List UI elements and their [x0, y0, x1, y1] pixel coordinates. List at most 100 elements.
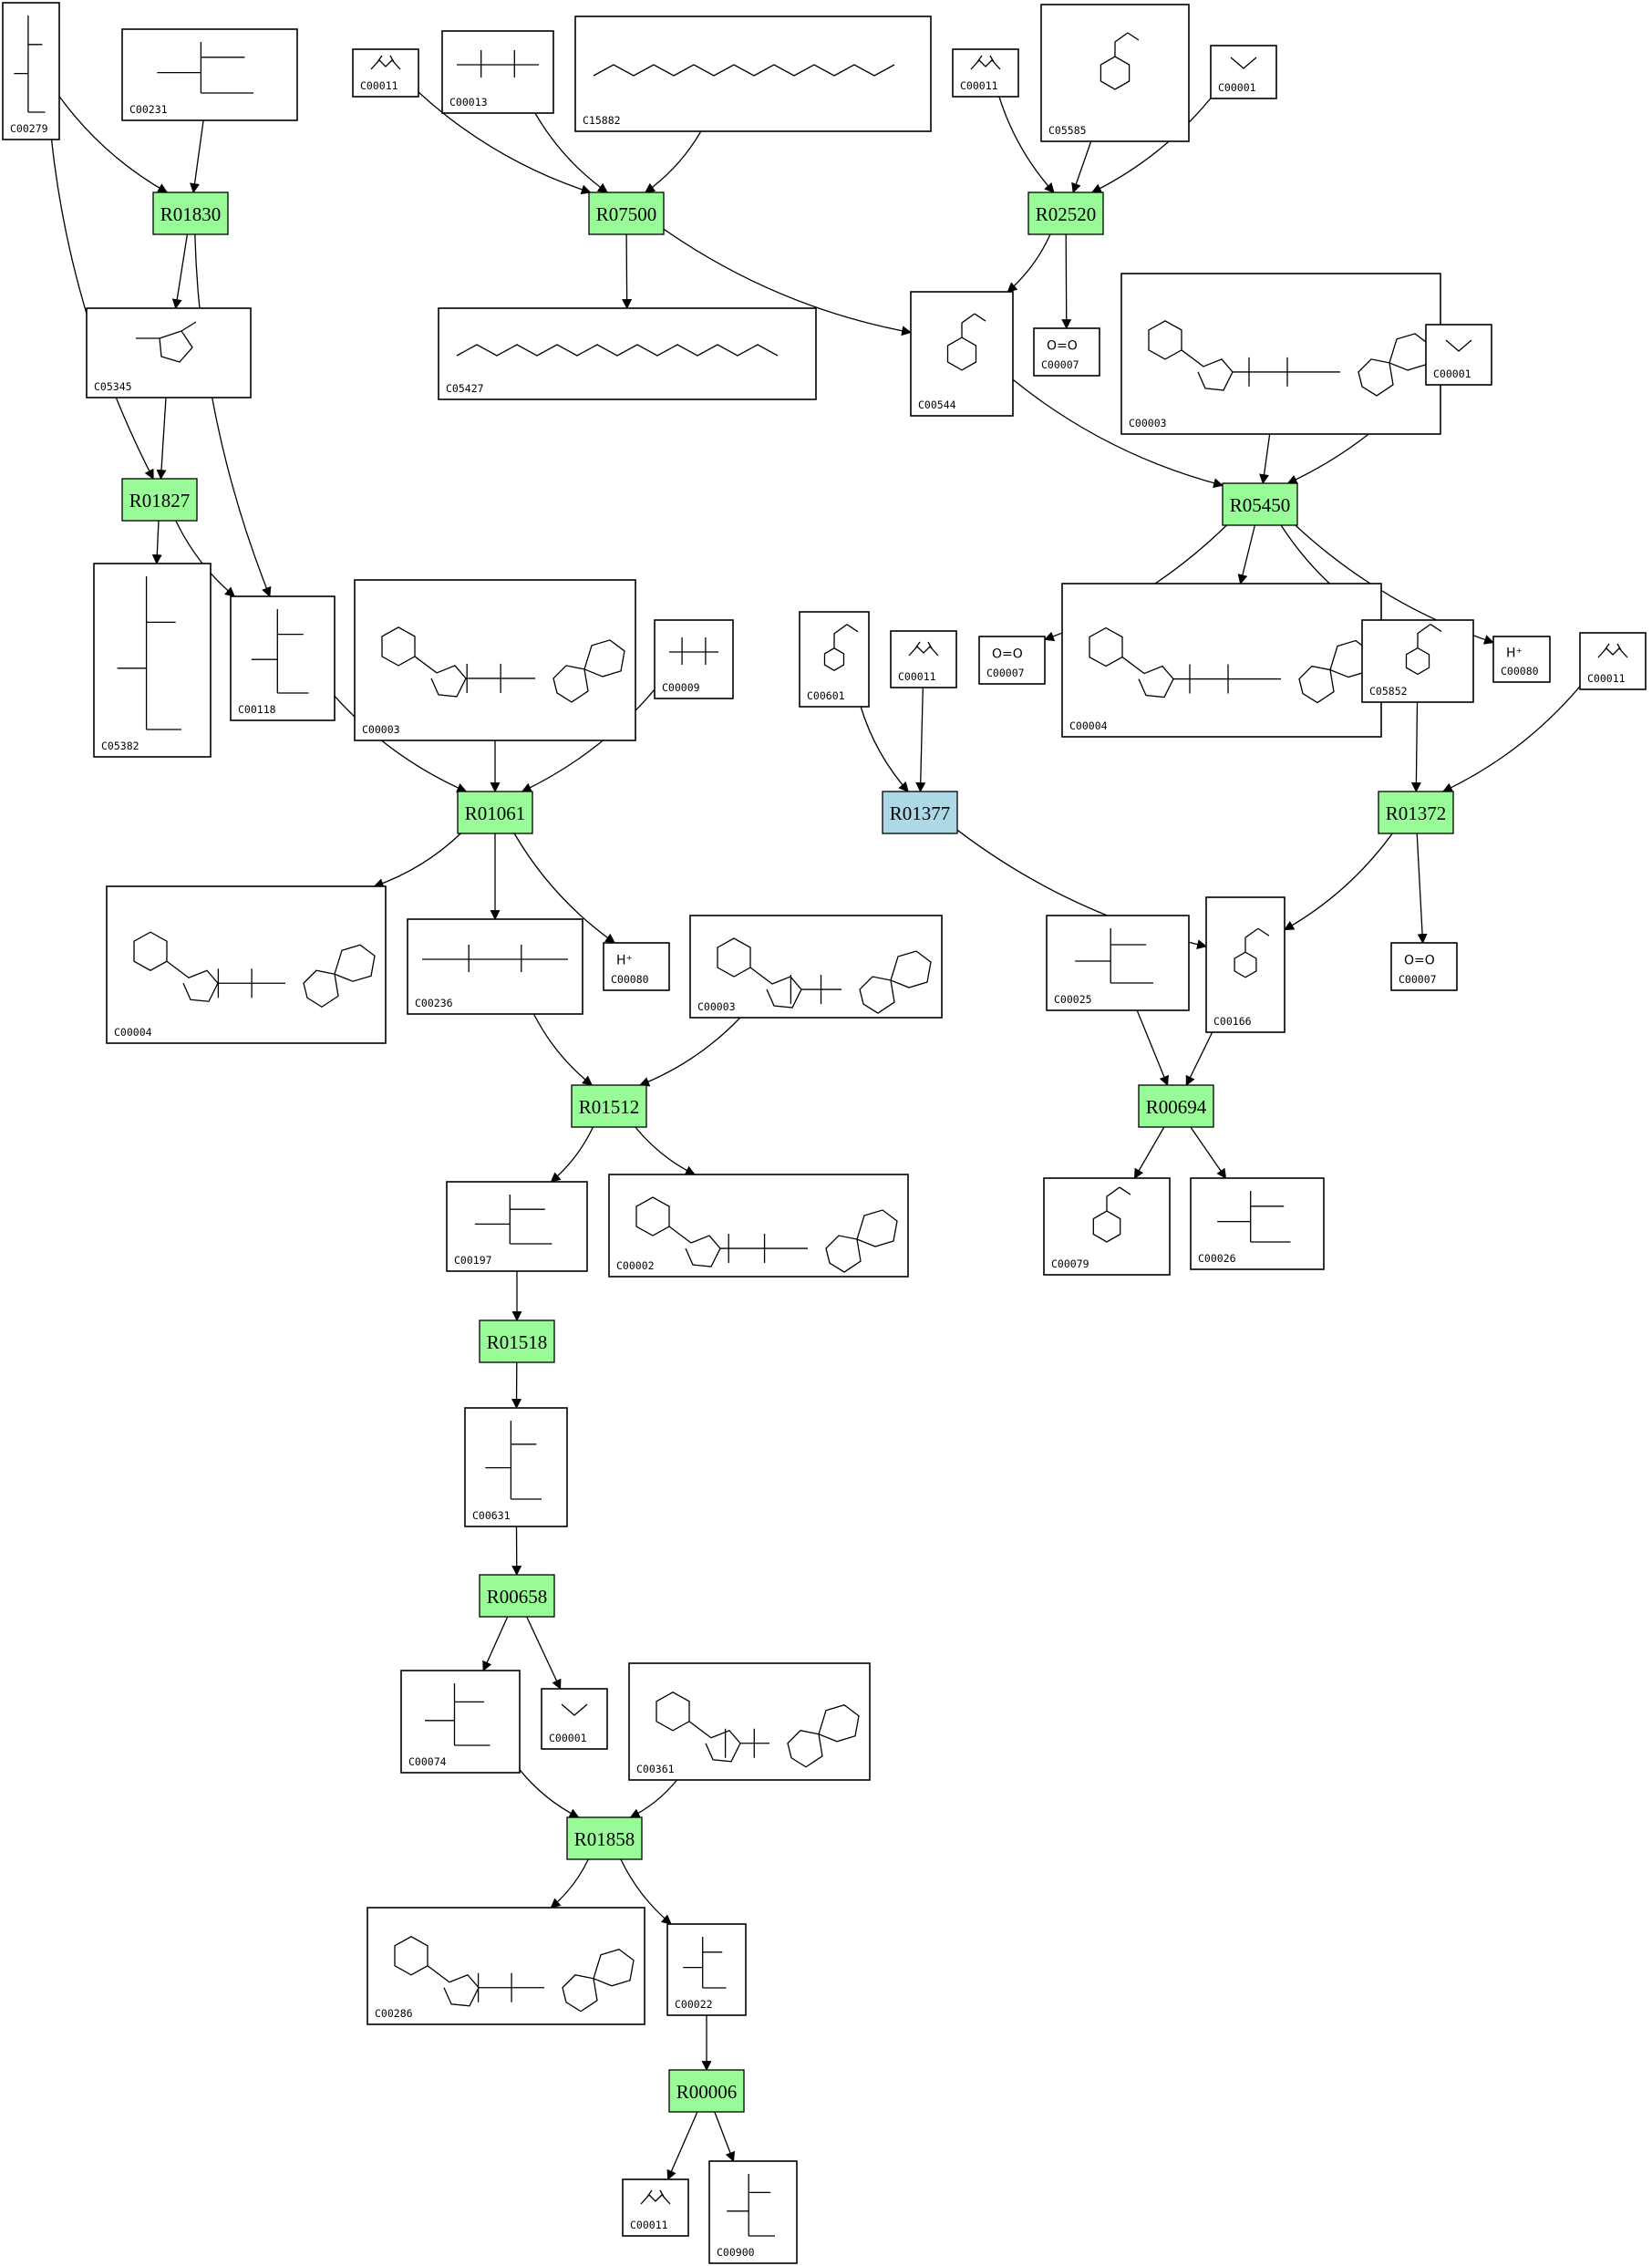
- structure-sketch-icon: [683, 1937, 727, 1989]
- reaction-node-r01377[interactable]: R01377: [882, 791, 958, 834]
- compound-node[interactable]: C00011: [952, 48, 1019, 98]
- compound-id-label: C05427: [446, 382, 484, 395]
- compound-node[interactable]: C00079: [1043, 1177, 1171, 1276]
- compound-node[interactable]: C00231: [121, 28, 298, 121]
- compound-node[interactable]: C00900: [708, 2160, 798, 2264]
- reaction-node-r00658[interactable]: R00658: [479, 1574, 555, 1618]
- structure-sketch-icon: [717, 937, 932, 1014]
- compound-node[interactable]: C00118: [230, 595, 336, 721]
- structure-sketch-icon: [394, 1936, 635, 2012]
- edge-c00074-to-r01858: [519, 1769, 580, 1818]
- compound-node[interactable]: C00286: [367, 1907, 645, 2025]
- compound-box: [1492, 636, 1551, 683]
- compound-id-label: C00001: [1433, 367, 1471, 380]
- structure-sketch-icon: [1075, 928, 1153, 984]
- edge-c00166-to-r00694: [1185, 1031, 1213, 1086]
- compound-node[interactable]: C05427: [438, 307, 817, 400]
- compound-node[interactable]: C00011: [890, 630, 957, 688]
- compound-node[interactable]: H⁺C00080: [603, 942, 670, 991]
- compound-box: [367, 1907, 645, 2025]
- compound-box: [978, 636, 1046, 685]
- compound-node[interactable]: H⁺C00080: [1492, 636, 1551, 683]
- compound-node[interactable]: C00001: [1425, 324, 1492, 386]
- reaction-label: R01858: [574, 1828, 635, 1850]
- compound-node[interactable]: C00166: [1205, 896, 1285, 1033]
- compound-node[interactable]: C05345: [86, 307, 252, 398]
- structure-sketch-icon: [823, 624, 859, 671]
- structure-sketch-icon: [1100, 32, 1140, 90]
- structure-sketch-icon: [157, 42, 253, 94]
- reaction-node-r05450[interactable]: R05450: [1222, 482, 1298, 526]
- compound-node[interactable]: C05852: [1361, 619, 1474, 703]
- compound-node[interactable]: C05585: [1040, 4, 1190, 142]
- compound-box: [121, 28, 298, 121]
- compound-id-label: C00025: [1054, 993, 1092, 1006]
- reaction-box: [1378, 791, 1454, 834]
- reaction-node-r07500[interactable]: R07500: [588, 191, 665, 235]
- compound-node[interactable]: C00002: [608, 1174, 909, 1278]
- compound-node[interactable]: C00544: [910, 291, 1014, 417]
- edge-r01512-to-c00197: [550, 1126, 594, 1183]
- reaction-box: [457, 791, 533, 834]
- compound-node[interactable]: C00074: [400, 1670, 521, 1774]
- compound-node[interactable]: C15882: [574, 16, 932, 132]
- compound-node[interactable]: C00003: [689, 915, 943, 1019]
- compound-node[interactable]: C00001: [1210, 45, 1277, 99]
- compound-id-label: C00007: [986, 667, 1025, 679]
- compound-node[interactable]: C00022: [666, 1923, 747, 2016]
- structure-sketch-icon: [251, 609, 309, 694]
- compound-box: [799, 611, 870, 708]
- compound-id-label: C00197: [454, 1254, 492, 1267]
- compound-node[interactable]: C05382: [93, 563, 212, 758]
- compound-node[interactable]: C00601: [799, 611, 870, 708]
- compound-box: [952, 48, 1019, 98]
- compound-node[interactable]: C00011: [622, 2178, 689, 2237]
- reaction-node-r01372[interactable]: R01372: [1378, 791, 1454, 834]
- compound-node[interactable]: C00001: [541, 1688, 608, 1750]
- reaction-node-r01830[interactable]: R01830: [152, 191, 229, 235]
- reaction-node-r01512[interactable]: R01512: [571, 1084, 647, 1128]
- compound-node[interactable]: C00003: [354, 579, 636, 741]
- compound-box: [1190, 1177, 1325, 1270]
- compound-node[interactable]: C00026: [1190, 1177, 1325, 1270]
- compound-id-label: C00279: [10, 122, 48, 135]
- compound-node[interactable]: C00279: [2, 2, 60, 140]
- reaction-node-r00006[interactable]: R00006: [668, 2069, 745, 2113]
- edge-c00279-to-r01830: [58, 96, 169, 193]
- edge-r01512-to-c00002: [635, 1126, 696, 1175]
- compound-node[interactable]: C00013: [441, 30, 554, 114]
- compound-node[interactable]: C00361: [628, 1662, 871, 1781]
- compound-id-label: C15882: [583, 114, 621, 127]
- compound-node[interactable]: C00197: [446, 1181, 588, 1272]
- edge-r01830-to-c05345: [171, 233, 189, 310]
- reaction-node-r02520[interactable]: R02520: [1027, 191, 1104, 235]
- compound-node[interactable]: C00003: [1120, 273, 1441, 435]
- compound-node[interactable]: C00004: [1061, 583, 1382, 738]
- compound-node[interactable]: C00004: [106, 885, 387, 1044]
- compound-node[interactable]: C00631: [464, 1407, 568, 1527]
- reaction-node-r01061[interactable]: R01061: [457, 791, 533, 834]
- compound-node[interactable]: C00011: [352, 48, 419, 98]
- reaction-node-r01858[interactable]: R01858: [566, 1816, 643, 1860]
- reaction-node-r00694[interactable]: R00694: [1138, 1084, 1214, 1128]
- edge-r00658-to-c00074: [482, 1616, 509, 1672]
- compound-node[interactable]: C00025: [1046, 915, 1190, 1011]
- reaction-label: R01061: [465, 802, 526, 824]
- compound-box: [689, 915, 943, 1019]
- edge-c15882-to-r07500: [645, 130, 702, 193]
- reaction-node-r01518[interactable]: R01518: [479, 1319, 555, 1363]
- edge-c00025-to-r00694: [1136, 1009, 1169, 1087]
- compound-box: [400, 1670, 521, 1774]
- reaction-label: R01512: [579, 1096, 640, 1118]
- compound-node[interactable]: C00236: [407, 918, 583, 1015]
- reaction-box: [479, 1574, 555, 1618]
- compound-id-label: C00002: [616, 1259, 655, 1272]
- compound-node[interactable]: C00011: [1579, 632, 1647, 690]
- compound-box: [1390, 942, 1458, 991]
- compound-node[interactable]: C00009: [654, 619, 734, 699]
- compound-id-label: C05382: [101, 740, 139, 752]
- reaction-node-r01827[interactable]: R01827: [121, 478, 198, 522]
